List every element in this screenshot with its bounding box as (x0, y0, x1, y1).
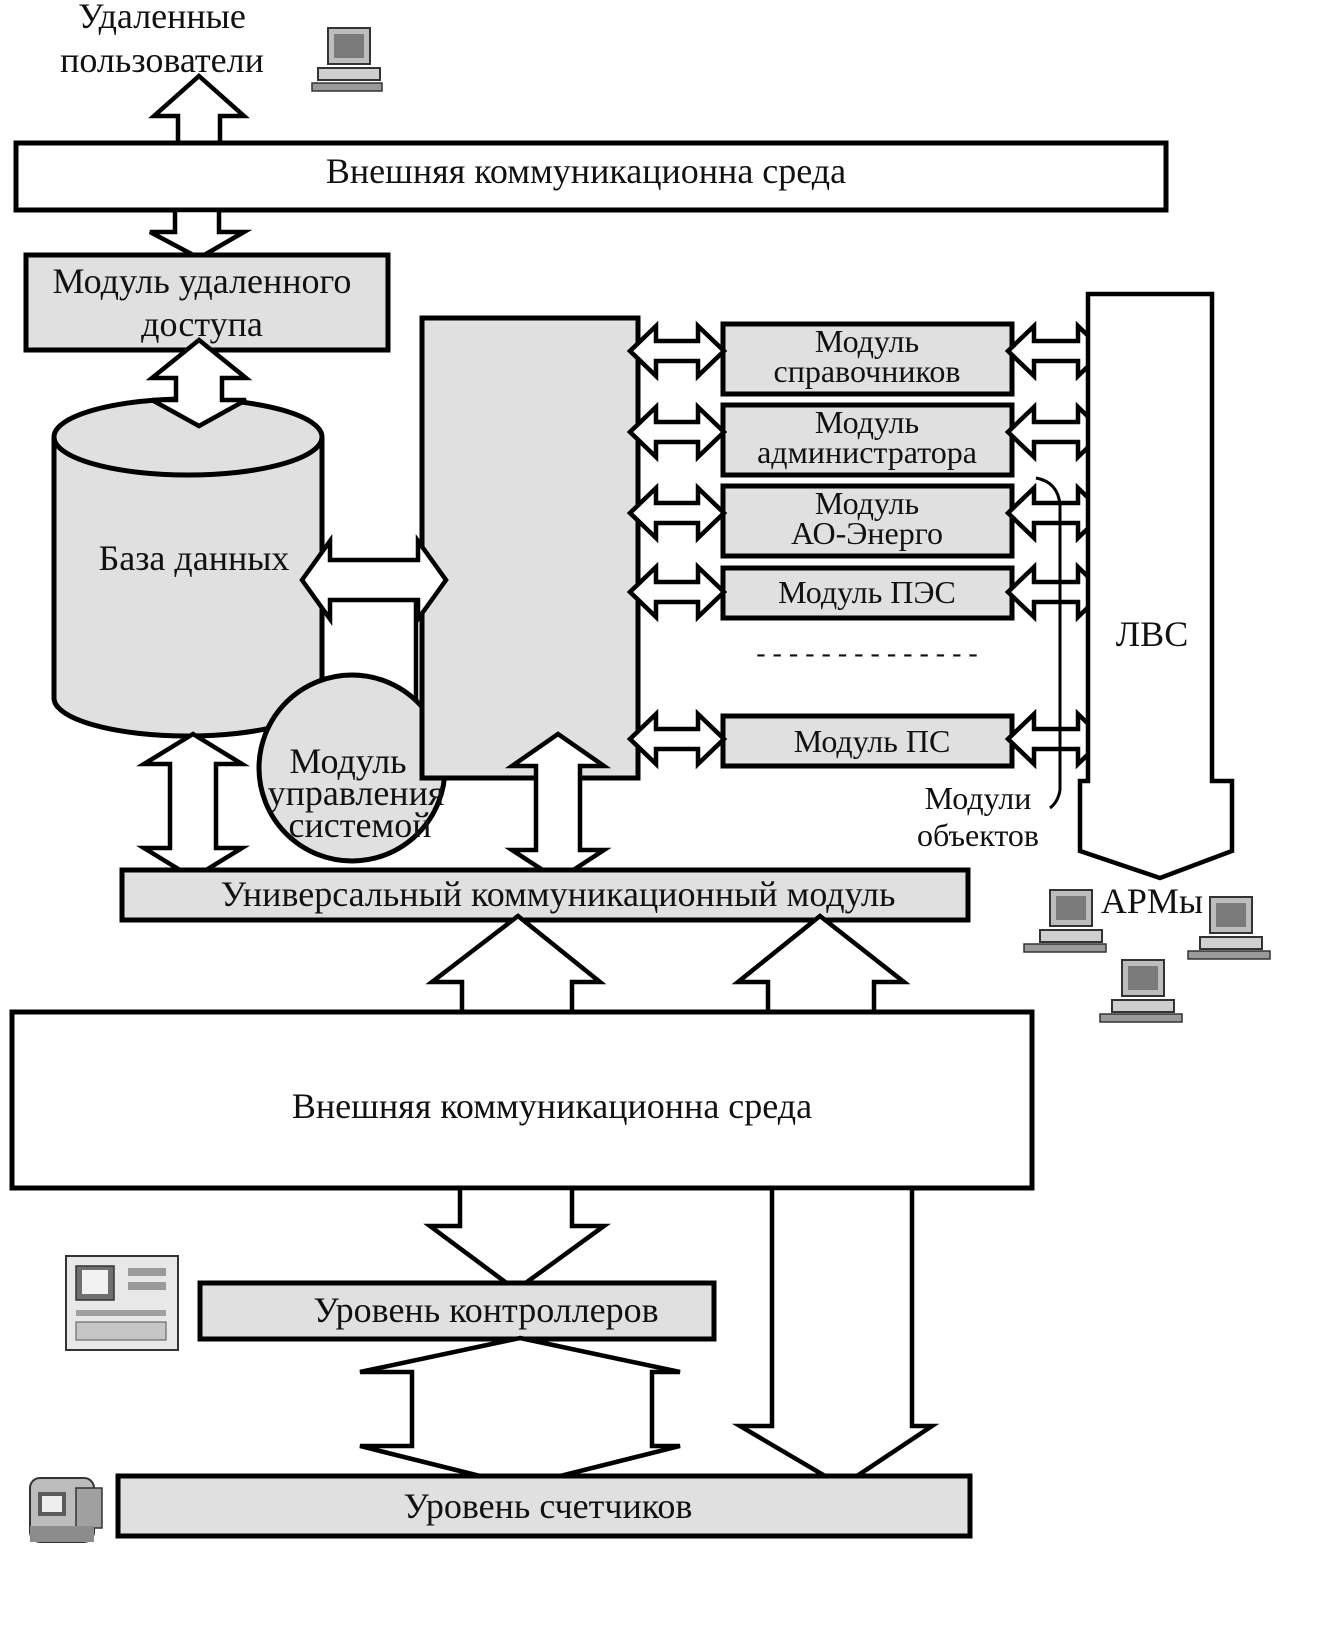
arrow-remote-users-to-ext-comm (148, 72, 250, 149)
module-ao-energo-label-line2: АО-Энерго (791, 515, 943, 551)
computer-icon (1099, 959, 1183, 1023)
module-administrator-label-line1: Модуль (815, 404, 919, 440)
meters-level-box (115, 1473, 973, 1539)
remote-users-label-line2: пользователи (60, 40, 264, 80)
arrows-central-to-modules (626, 320, 728, 770)
module-pes-label: Модуль ПЭС (778, 574, 956, 610)
database-label: База данных (99, 538, 290, 578)
computer-icon (1187, 896, 1271, 960)
meter-device-icon (29, 1477, 103, 1543)
ext-comm-bottom-label: Внешняя коммуникационна среда (292, 1086, 812, 1126)
module-administrator-box (720, 402, 1015, 478)
database-cylinder (51, 396, 325, 739)
ext-comm-bottom-box (9, 1009, 1035, 1191)
object-modules-bracket (1035, 476, 1062, 810)
module-ao-energo-label-line1: Модуль (815, 485, 919, 521)
arrow-ext-comm-to-universal-comm-right (731, 913, 911, 1017)
controller-device-icon (65, 1255, 179, 1351)
module-references-label-line2: справочников (774, 353, 961, 389)
object-modules-label-line1: Модули (925, 780, 1032, 816)
remote-access-module-label-line2: доступа (141, 304, 263, 344)
controllers-level-label: Уровень контроллеров (313, 1290, 658, 1330)
universal-comm-module-box (119, 867, 971, 923)
lan-label: ЛВС (1116, 614, 1188, 654)
arrow-database-to-central-module (299, 534, 449, 626)
module-administrator-label-line2: администратора (757, 434, 977, 470)
universal-comm-module-label: Универсальный коммуникационный модуль (221, 874, 896, 914)
meters-level-label: Уровень счетчиков (404, 1486, 693, 1526)
computer-icon (1023, 889, 1107, 953)
lan-arrow (1077, 291, 1235, 881)
computer-icon (311, 27, 383, 92)
controllers-level-box (197, 1280, 717, 1342)
system-management-label-line1: Модуль (289, 741, 406, 781)
arrow-ext-comm-to-controllers (423, 1185, 611, 1293)
system-management-label-line2: управления (268, 773, 445, 813)
arrow-ext-comm-to-remote-access (148, 207, 253, 261)
module-ellipsis: - - - - - - - - - - - - - - (756, 638, 978, 669)
ext-comm-top-box (13, 140, 1169, 213)
arrows-modules-to-lan (1004, 320, 1108, 770)
workstations-label: АРМы (1101, 881, 1203, 921)
arrow-ext-comm-to-meters (731, 1185, 940, 1489)
arrow-remote-access-to-database (145, 337, 253, 429)
module-references-label-line1: Модуль (815, 323, 919, 359)
central-module-box (419, 315, 641, 781)
arrow-database-to-universal-comm (136, 731, 250, 881)
object-modules-label-line2: объектов (917, 817, 1039, 853)
module-references-box (720, 321, 1015, 397)
arrow-central-to-universal-comm (504, 731, 612, 883)
arrow-controllers-to-meters (359, 1335, 681, 1489)
system-management-label-line3: системой (289, 805, 432, 845)
remote-users-label-line1: Удаленные (78, 0, 246, 36)
remote-access-module-label-line1: Модуль удаленного (53, 261, 352, 301)
module-ps-label: Модуль ПС (794, 723, 951, 759)
module-ao-energo-box (720, 483, 1015, 559)
arrow-ext-comm-to-universal-comm-left (425, 913, 607, 1017)
ext-comm-top-label: Внешняя коммуникационна среда (326, 151, 846, 191)
